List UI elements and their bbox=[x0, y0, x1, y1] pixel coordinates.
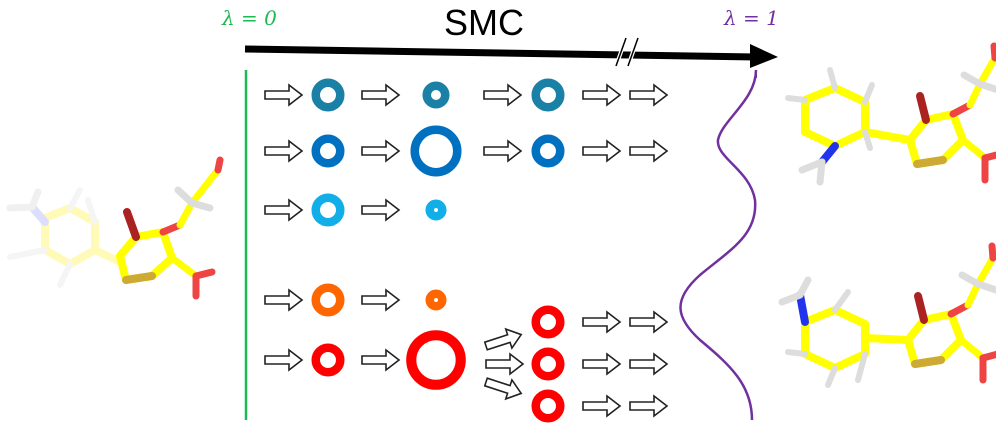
transition-arrow-icon bbox=[629, 140, 668, 162]
final-ligand-pose-1-molecule bbox=[785, 42, 996, 186]
walker-orange-step-2 bbox=[425, 289, 447, 311]
initial-ligand-molecule bbox=[6, 156, 224, 300]
resample-arrow-icon bbox=[482, 324, 526, 357]
transition-arrow-icon bbox=[483, 140, 522, 162]
phenyl-group bbox=[778, 276, 912, 388]
resampled-walker-3 bbox=[531, 389, 565, 423]
transition-arrow-icon bbox=[582, 140, 621, 162]
thiophene-group bbox=[906, 42, 996, 184]
transition-arrow-icon bbox=[629, 395, 668, 417]
transition-arrow-icon bbox=[582, 395, 621, 417]
resample-arrow-icon bbox=[482, 371, 526, 404]
walker-lightblue-step-1 bbox=[311, 193, 345, 227]
walkers bbox=[264, 78, 668, 423]
transition-arrow-icon bbox=[582, 311, 621, 333]
resampled-walker-2 bbox=[531, 347, 565, 381]
axis-line bbox=[244, 45, 757, 61]
transition-arrow-icon bbox=[264, 84, 303, 106]
faded-phenyl-group bbox=[6, 187, 124, 288]
transition-arrow-icon bbox=[264, 349, 303, 371]
walker-blue-step-1 bbox=[311, 134, 345, 168]
walker-red-step-1 bbox=[311, 343, 345, 377]
transition-arrow-icon bbox=[629, 311, 668, 333]
walker-teal-step-1 bbox=[311, 78, 345, 112]
transition-arrow-icon bbox=[629, 353, 668, 375]
diagram-title: SMC bbox=[444, 2, 524, 43]
walker-red-step-2 bbox=[406, 330, 466, 390]
transition-arrow-icon bbox=[361, 140, 400, 162]
transition-arrow-icon bbox=[361, 289, 400, 311]
resample-arrow-icon bbox=[485, 353, 524, 375]
thiophene-group bbox=[904, 242, 996, 384]
walker-blue-step-3 bbox=[531, 134, 565, 168]
transition-arrow-icon bbox=[483, 84, 522, 106]
resampled-walker-1 bbox=[531, 305, 565, 339]
lambda-start-label: λ = 0 bbox=[222, 6, 277, 30]
transition-arrow-icon bbox=[361, 84, 400, 106]
transition-arrow-icon bbox=[264, 140, 303, 162]
walker-lightblue-step-2 bbox=[425, 199, 447, 221]
walker-orange-step-1 bbox=[311, 283, 345, 317]
transition-arrow-icon bbox=[582, 353, 621, 375]
axis-break-mark-2-line bbox=[627, 37, 639, 67]
target-distribution-curve bbox=[679, 69, 758, 421]
phenyl-group bbox=[785, 67, 914, 186]
final-ligand-pose-2-molecule bbox=[778, 242, 996, 388]
lambda-end-label: λ = 1 bbox=[724, 6, 779, 30]
smc-axis bbox=[244, 37, 778, 68]
transition-arrow-icon bbox=[264, 289, 303, 311]
walker-teal-step-2 bbox=[422, 81, 450, 109]
transition-arrow-icon bbox=[361, 199, 400, 221]
walker-teal-step-3 bbox=[531, 78, 565, 112]
axis-break-mark-1-line bbox=[615, 37, 627, 67]
transition-arrow-icon bbox=[264, 199, 303, 221]
axis-arrowhead-icon bbox=[750, 44, 778, 68]
transition-arrow-icon bbox=[582, 84, 621, 106]
walker-blue-step-2 bbox=[410, 125, 462, 177]
transition-arrow-icon bbox=[361, 349, 400, 371]
transition-arrow-icon bbox=[629, 84, 668, 106]
thiophene-group bbox=[116, 156, 224, 300]
